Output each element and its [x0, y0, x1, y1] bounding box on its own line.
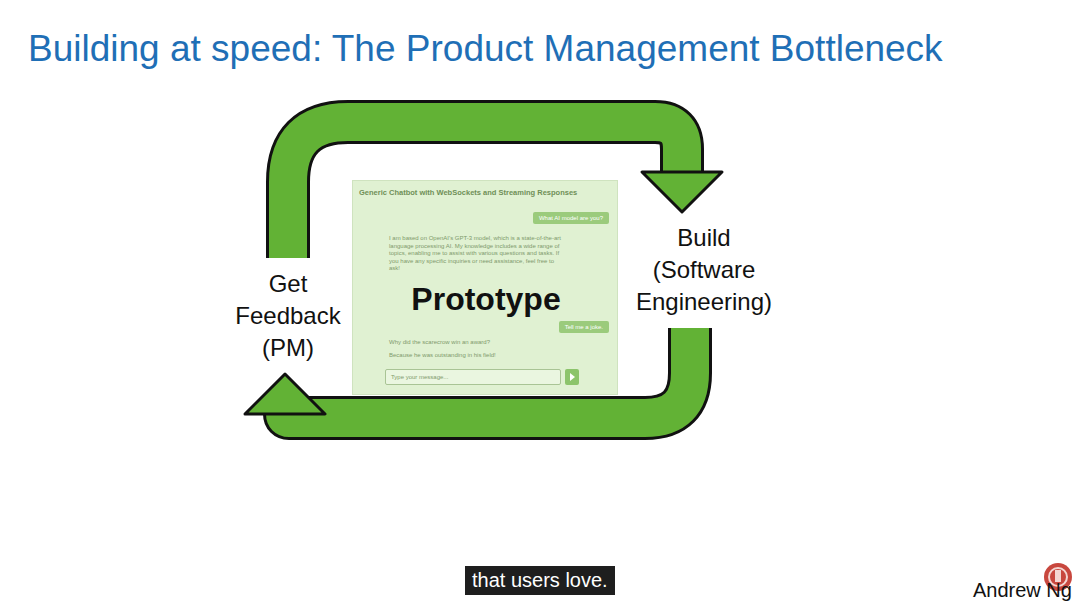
feedback-label: Get Feedback (PM)	[228, 268, 348, 364]
arrow-head	[245, 374, 325, 414]
send-icon	[570, 373, 575, 381]
bot-reply: I am based on OpenAI's GPT-3 model, whic…	[389, 235, 561, 273]
node-text: Build (Software Engineering)	[629, 222, 779, 318]
node-text: Get Feedback (PM)	[228, 268, 348, 364]
user-bubble: Tell me a joke.	[559, 321, 609, 333]
bot-message: Because he was outstanding in his field!	[389, 352, 496, 358]
prototype-screenshot: Generic Chatbot with WebSockets and Stre…	[352, 180, 618, 395]
bot-message: Why did the scarecrow win an award?	[389, 339, 490, 345]
prototype-overlay: Prototype	[353, 281, 618, 317]
user-bubble: What AI model are you?	[533, 212, 609, 224]
send-button-bg	[565, 369, 579, 385]
send-button	[565, 369, 579, 385]
input-box: Type your message...	[385, 369, 561, 385]
arrow-body	[285, 328, 690, 418]
slide-title: Building at speed: The Product Managemen…	[28, 28, 943, 70]
author-name: Andrew Ng	[973, 579, 1072, 602]
arrow-head	[642, 172, 722, 212]
screenshot-title: Generic Chatbot with WebSockets and Stre…	[359, 188, 609, 197]
subtitle-caption: that users love.	[465, 566, 615, 595]
arrow-outline	[285, 328, 690, 418]
build-label: Build (Software Engineering)	[629, 222, 779, 318]
